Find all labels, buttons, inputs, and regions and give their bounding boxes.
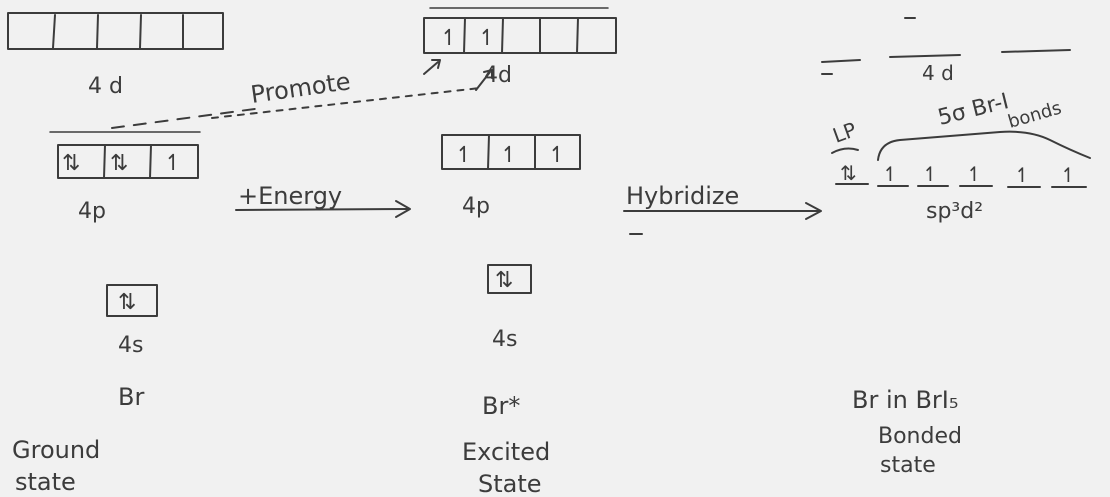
hybrid-e5: ↿ xyxy=(1014,163,1031,187)
excited-4p-e2: ↿ xyxy=(500,143,518,168)
excited-species: Br* xyxy=(482,392,520,420)
bonded-state-line1: Bonded xyxy=(878,424,962,449)
excited-4d-e1: ↿ xyxy=(440,26,458,51)
ground-4p-e3: ↿ xyxy=(164,151,182,176)
ground-state-line2: state xyxy=(15,468,76,496)
excited-4p-boxes xyxy=(441,134,581,170)
excited-4s-label: 4s xyxy=(492,327,517,352)
bonds-label-line1: 5σ Br-I xyxy=(935,89,1011,131)
ground-state-line1: Ground xyxy=(12,436,100,464)
ground-4p-label: 4p xyxy=(78,199,106,224)
excited-4d-e2: ↿ xyxy=(478,26,496,51)
excited-4s-box xyxy=(487,264,532,294)
lone-pair-brace xyxy=(831,147,859,154)
energy-label: +Energy xyxy=(238,182,342,210)
bonded-4d-lines xyxy=(821,17,1071,75)
excited-state-line2: State xyxy=(478,470,542,497)
bonded-state-line2: state xyxy=(880,453,936,478)
ground-4d-label: 4 d xyxy=(88,74,123,99)
promote-label: Promote xyxy=(249,67,352,109)
ground-4s-box xyxy=(106,284,158,317)
hybridize-arrow xyxy=(623,202,822,235)
excited-4d-boxes xyxy=(423,7,617,54)
energy-arrow xyxy=(235,200,411,218)
ground-4p-e2: ⇅ xyxy=(110,151,128,176)
hybrid-e1: ⇅ xyxy=(840,161,857,185)
ground-species: Br xyxy=(118,383,144,411)
ground-4p-boxes xyxy=(49,131,201,179)
bonded-4d-label: 4 d xyxy=(922,61,954,85)
excited-4s-e1: ⇅ xyxy=(495,268,513,293)
ground-4s-e1: ⇅ xyxy=(118,290,136,315)
excited-4p-e3: ↿ xyxy=(548,143,566,168)
hybrid-label: sp³d² xyxy=(926,199,983,224)
bonds-label-line2: bonds xyxy=(1006,98,1064,133)
excited-4p-e1: ↿ xyxy=(455,143,473,168)
hybrid-e3: ↿ xyxy=(922,162,939,186)
hybrid-orbital-lines xyxy=(835,183,1087,188)
excited-4d-label: 4d xyxy=(484,63,512,88)
bonded-species: Br in BrI₅ xyxy=(852,386,959,414)
ground-4p-e1: ⇅ xyxy=(62,151,80,176)
excited-4p-label: 4p xyxy=(462,194,490,219)
bonds-brace xyxy=(877,130,1091,161)
promote-arrow xyxy=(111,59,493,129)
ground-4s-label: 4s xyxy=(118,333,143,358)
lone-pair-label: LP xyxy=(830,117,860,147)
ground-4d-boxes xyxy=(7,12,224,50)
hybrid-e6: ↿ xyxy=(1060,163,1077,187)
hybrid-e2: ↿ xyxy=(882,162,899,186)
hybridize-label: Hybridize xyxy=(626,182,739,210)
hybrid-e4: ↿ xyxy=(966,162,983,186)
excited-state-line1: Excited xyxy=(462,438,550,466)
